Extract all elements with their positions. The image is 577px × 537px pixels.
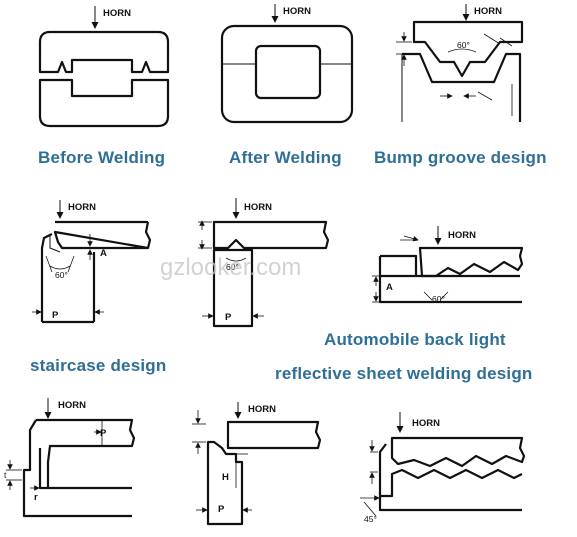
angle-label: 60°: [432, 294, 445, 304]
angle-label: 60°: [226, 262, 239, 272]
horn-label: HORN: [248, 404, 276, 415]
angle-label: 60°: [457, 40, 470, 50]
r-label: r: [34, 492, 38, 503]
horn-label: HORN: [412, 418, 440, 429]
p-label: P: [218, 504, 225, 515]
t-label: t: [4, 470, 7, 480]
after-welding-diagram: HORN: [220, 4, 354, 124]
bottom-right-joint-diagram: HORN 45°: [360, 412, 526, 524]
a-label: A: [100, 248, 107, 259]
angle45-label: 45°: [364, 514, 377, 524]
caption-after-welding: After Welding: [229, 148, 342, 167]
bottom-left-joint-diagram: HORN P t r: [4, 398, 136, 518]
horn-label: HORN: [68, 202, 96, 213]
staircase-diagram-2: HORN 60° P: [198, 198, 330, 328]
watermark: gzlooker.com: [160, 254, 302, 281]
horn-label: HORN: [474, 6, 502, 17]
h-label: H: [222, 472, 229, 483]
horn-label: HORN: [448, 230, 476, 241]
bottom-center-joint-diagram: HORN H P: [192, 402, 322, 526]
caption-bump-groove: Bump groove design: [374, 148, 547, 167]
bump-groove-diagram: HORN 60°: [396, 4, 524, 122]
caption-before-welding: Before Welding: [38, 148, 166, 167]
a-label: A: [386, 282, 393, 293]
caption-automobile-line1: Automobile back light: [324, 330, 506, 349]
before-welding-diagram: HORN: [38, 6, 170, 128]
staircase-diagram-1: HORN A 60° P: [32, 200, 152, 324]
horn-label: HORN: [244, 202, 272, 213]
horn-label: HORN: [283, 6, 311, 17]
p-label: P: [52, 310, 59, 321]
caption-automobile-line2: reflective sheet welding design: [275, 364, 533, 383]
caption-staircase: staircase design: [30, 356, 167, 375]
horn-label: HORN: [103, 8, 131, 19]
horn-label: HORN: [58, 400, 86, 411]
p-label: P: [100, 428, 107, 439]
automobile-back-light-diagram: HORN A 60°: [372, 226, 524, 304]
angle-label: 60°: [55, 270, 68, 280]
p-label: P: [225, 312, 232, 323]
